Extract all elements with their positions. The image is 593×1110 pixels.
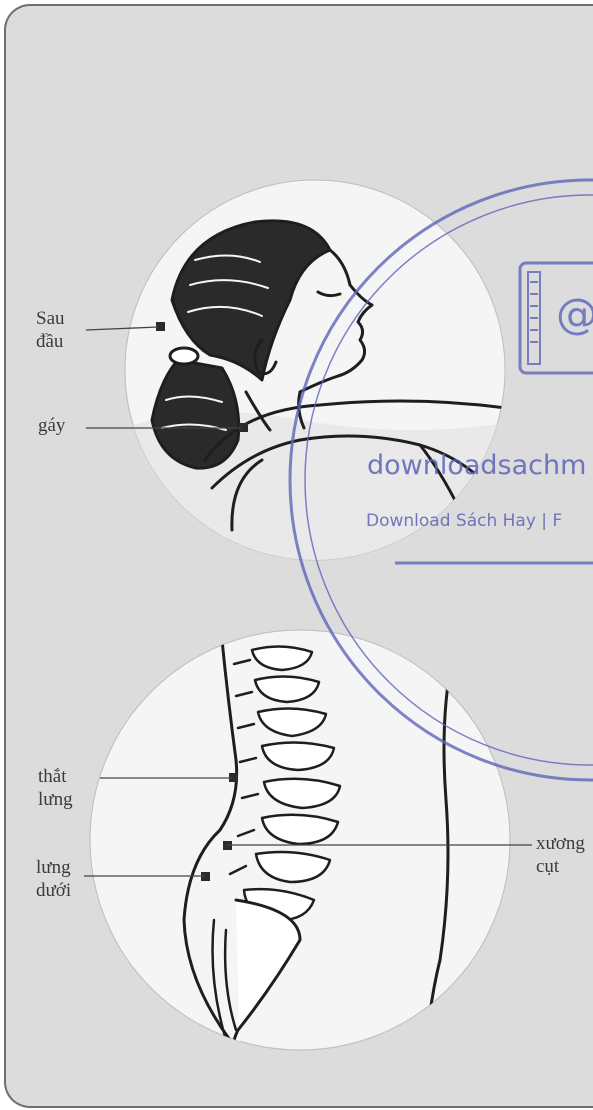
label-lung-duoi: lưng dưới xyxy=(36,856,71,902)
label-xuong-cut-line2: cụt xyxy=(536,855,585,878)
label-xuong-cut-line1: xương xyxy=(536,832,585,855)
label-sau-dau-line1: Sau xyxy=(36,307,65,330)
label-lung-duoi-line2: dưới xyxy=(36,879,71,902)
label-sau-dau-line2: đầu xyxy=(36,330,65,353)
sleeping-woman-illustration xyxy=(120,180,520,560)
label-sau-dau: Sau đầu xyxy=(36,307,65,353)
label-that-lung: thắt lưng xyxy=(38,765,73,811)
label-that-lung-line1: thắt xyxy=(38,765,73,788)
label-gay: gáy xyxy=(38,414,65,437)
watermark-at-symbol: @ xyxy=(556,290,593,338)
label-xuong-cut: xương cụt xyxy=(536,832,585,878)
label-lung-duoi-line1: lưng xyxy=(36,856,71,879)
watermark-site-text: downloadsachm xyxy=(367,449,586,483)
label-that-lung-line2: lưng xyxy=(38,788,73,811)
watermark-tagline-text: Download Sách Hay | F xyxy=(366,510,562,532)
